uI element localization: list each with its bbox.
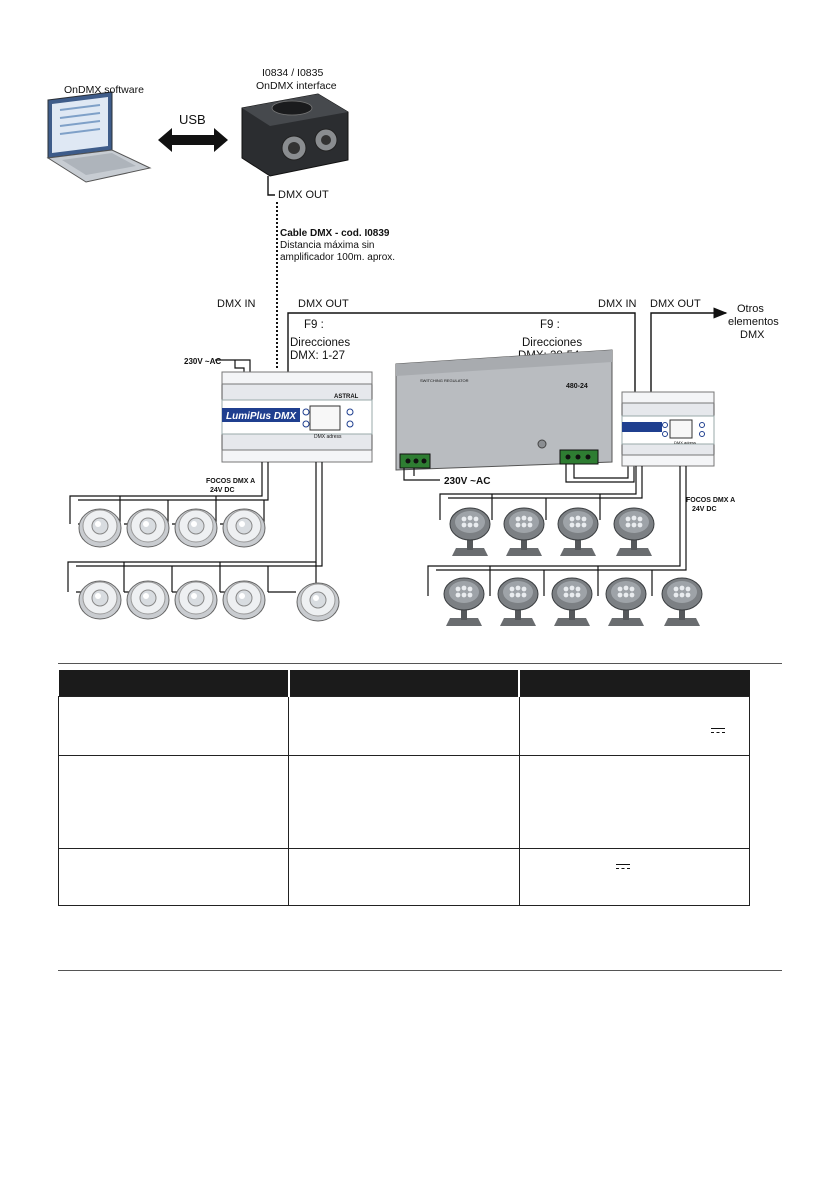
led-spotlight-icon [613,507,655,557]
cable-line2: amplificador 100m. aprox. [280,252,395,263]
led-spotlight-icon [551,577,593,627]
table-row [57,848,751,906]
usb-label: USB [179,112,206,127]
dir1-line1: Direcciones [290,337,350,349]
interface-code-label: I0834 / I0835 [262,67,323,79]
software-label: OnDMX software [64,84,144,96]
led-spotlight-icon [503,507,545,557]
ac-left-label: 230V ~AC [184,357,221,366]
table-cell [57,755,290,849]
focos-left-label-1: FOCOS DMX A [206,478,255,485]
divider-top [58,663,782,664]
dc-voltage-icon [615,863,630,871]
dmx-adress-label-2: DMX adress [674,440,696,445]
cable-line1: Distancia máxima sin [280,240,374,251]
led-downlight-icon [174,580,218,620]
table-header-cell [58,670,290,697]
led-spotlight-icon [497,577,539,627]
table-cell [288,696,520,756]
led-downlight-icon [126,508,170,548]
led-downlight-icon [222,508,266,548]
divider-bottom [58,970,782,971]
led-downlight-icon [78,508,122,548]
dir1-line2: DMX: 1-27 [290,350,345,362]
lumiplus-controller-right [621,391,715,467]
interface-name-label: OnDMX interface [256,80,337,92]
focos-right-label-1: FOCOS DMX A [686,497,735,504]
dmx-out-label-2: DMX OUT [650,298,701,310]
dmx-in-label-1: DMX IN [217,298,256,310]
dmx-out-arrow [650,307,728,392]
focos-right-label-2: 24V DC [692,506,717,513]
dmx-interface-icon [241,93,349,177]
usb-double-arrow-icon [158,128,228,152]
ac-psu-label: 230V ~AC [444,476,490,487]
led-spotlight-icon [443,577,485,627]
cable-title: Cable DMX - cod. I0839 [280,228,390,239]
lumiplus-controller-left [221,371,373,463]
table-cell [57,696,290,756]
table-header-cell [288,670,521,697]
power-supply-unit [395,349,613,471]
table-cell [518,696,751,756]
focos-left-label-2: 24V DC [210,487,235,494]
led-spotlight-icon [605,577,647,627]
led-spotlight-icon [449,507,491,557]
led-downlight-icon [126,580,170,620]
f9-label-2: F9 : [540,319,560,331]
dmx-out-label-1: DMX OUT [298,298,349,310]
iface-dmx-out-label: DMX OUT [278,189,329,201]
laptop-icon [46,91,152,183]
table-cell [288,755,520,849]
dmx-adress-label-1: DMX adress [314,434,342,440]
f9-label-1: F9 : [304,319,324,331]
table-cell [518,755,751,849]
table-header-cell [519,670,750,697]
led-downlight-icon [222,580,266,620]
led-downlight-icon [296,582,340,622]
dmx-chain-line [287,312,636,392]
psu-name-label: SWITCHING REGULATOR [420,378,469,383]
dc-voltage-icon [711,727,725,735]
spec-table [57,670,751,906]
table-cell [288,848,520,906]
dir2-line1: Direcciones [522,337,582,349]
lumiplus-brand-label: LumiPlus DMX [226,411,297,422]
table-header-row [58,670,750,697]
psu-model-label: 480-24 [566,383,588,390]
wiring-diagram: OnDMX software USB I0834 / I0835 OnDMX i… [46,67,779,627]
led-downlight-icon [174,508,218,548]
right-fixture-wiring [427,466,687,596]
led-downlight-icon [78,580,122,620]
table-row [57,755,751,849]
dmx-in-label-2: DMX IN [598,298,637,310]
table-cell [518,848,751,906]
otros-label-2: elementos [728,316,779,328]
table-row [57,696,751,756]
otros-label-1: Otros [737,303,764,315]
otros-label-3: DMX [740,329,765,341]
led-spotlight-icon [557,507,599,557]
led-spotlight-icon [661,577,703,627]
table-cell [57,848,290,906]
astral-label-1: ASTRAL [334,394,359,400]
